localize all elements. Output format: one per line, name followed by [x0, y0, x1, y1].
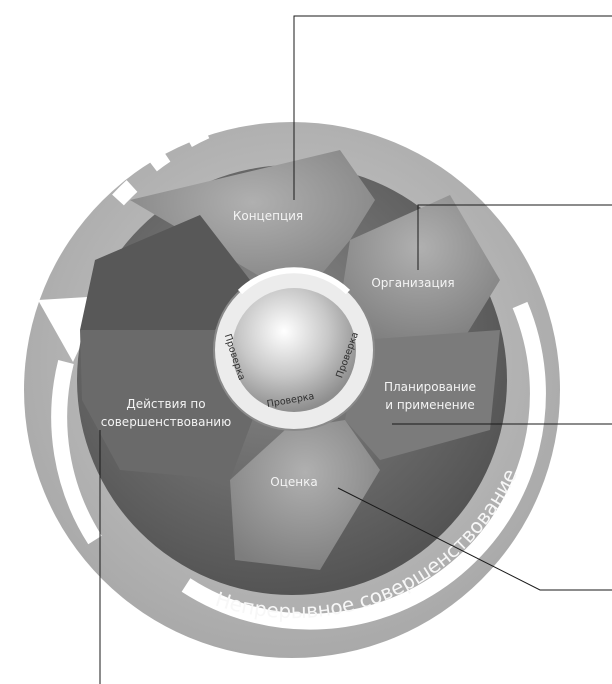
stage-label-organization: Организация: [371, 276, 454, 290]
stage-label-concept: Концепция: [233, 209, 303, 223]
stage-label-planning-line1: Планирование: [384, 380, 476, 394]
stage-label-planning-line2: и применение: [385, 398, 475, 412]
stage-label-evaluation: Оценка: [270, 475, 317, 489]
stage-label-improvement-line2: совершенствованию: [101, 415, 231, 429]
stage-label-improvement-line1: Действия по: [126, 397, 205, 411]
